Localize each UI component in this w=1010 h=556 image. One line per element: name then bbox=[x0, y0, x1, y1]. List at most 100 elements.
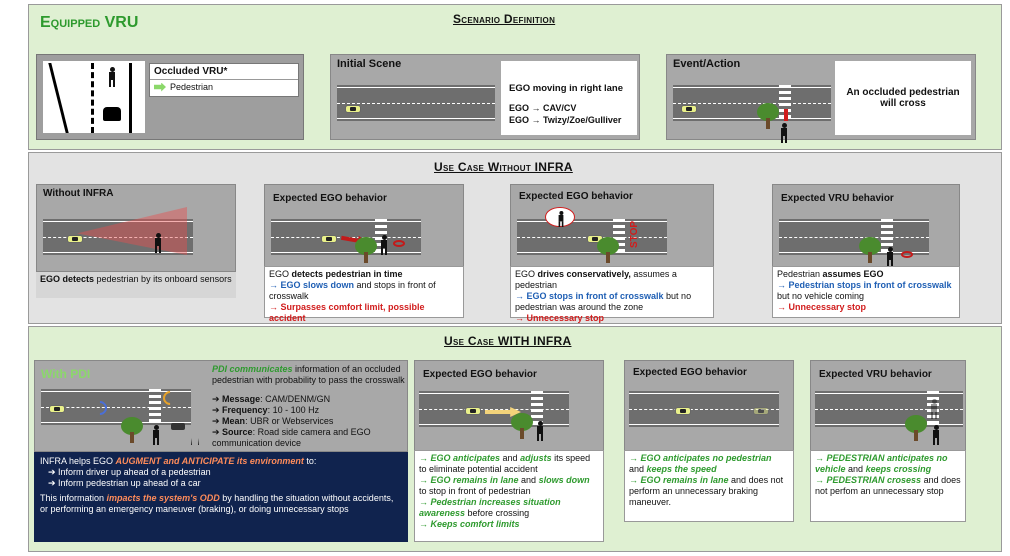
arrow-right-icon bbox=[154, 82, 166, 92]
pdi-desc-rest: information of an occluded pedestrian wi… bbox=[212, 364, 405, 385]
stop-sign-text: STOP bbox=[629, 220, 641, 249]
summary-prefix: INFRA helps EGO bbox=[40, 456, 116, 466]
arrow-right-icon bbox=[485, 407, 521, 417]
pedestrian-icon bbox=[929, 399, 939, 419]
summary-highlight: AUGMENT and ANTICIPATE its environment bbox=[115, 456, 304, 466]
road-drawing bbox=[43, 61, 145, 133]
line-red: Unnecessary stop bbox=[788, 302, 867, 312]
camera-icon bbox=[171, 423, 185, 430]
bullet-item: ➔ Frequency: 10 - 100 Hz bbox=[212, 405, 320, 415]
line-rest: assumes a pedestrian bbox=[515, 269, 677, 290]
line-prefix: EGO bbox=[515, 269, 538, 279]
legend-title: Occluded VRU* bbox=[150, 64, 298, 80]
pedestrian-icon bbox=[379, 235, 389, 255]
without-infra-title: Use Case Without INFRA bbox=[434, 160, 573, 174]
line-blue: EGO slows down bbox=[280, 280, 355, 290]
with-expected-ego-card-2: Expected EGO behavior bbox=[624, 360, 794, 452]
line-prefix: Pedestrian bbox=[777, 269, 823, 279]
without-infra-text-rest: pedestrian by its onboard sensors bbox=[94, 274, 232, 284]
initial-scene-panel: EGO moving in right lane EGO → CAV/CV EG… bbox=[501, 61, 637, 135]
pedestrian-icon bbox=[153, 233, 163, 253]
legend-card: Occluded VRU* Pedestrian bbox=[36, 54, 304, 140]
initial-scene-title: Initial Scene bbox=[337, 58, 402, 70]
car-icon bbox=[345, 105, 361, 113]
infra-summary-panel: INFRA helps EGO AUGMENT and ANTICIPATE i… bbox=[34, 452, 408, 542]
initial-scene-text-2: EGO → CAV/CV bbox=[509, 103, 577, 113]
with-infra-title: Use Case WITH INFRA bbox=[444, 334, 572, 348]
line-red: Surpasses comfort limit, possible accide… bbox=[269, 302, 425, 323]
with-pdi-card: With PDI bbox=[34, 360, 408, 452]
summary-rest: by handling the situation without accide… bbox=[40, 493, 394, 514]
crosswalk bbox=[927, 391, 939, 427]
with-expected-ego-title-2: Expected EGO behavior bbox=[633, 367, 747, 378]
event-action-title: Event/Action bbox=[673, 58, 741, 70]
tree-icon bbox=[355, 237, 377, 263]
tree-icon bbox=[511, 413, 533, 439]
eye-icon bbox=[901, 251, 913, 258]
road bbox=[43, 219, 193, 255]
pdi-desc-highlight: PDI communicates bbox=[212, 364, 293, 374]
pedestrian-icon bbox=[779, 123, 789, 143]
tree-icon bbox=[121, 417, 143, 443]
car-icon bbox=[67, 235, 83, 243]
road-center bbox=[91, 63, 94, 133]
line-rest: and stops in front of crosswalk bbox=[269, 280, 436, 301]
bullet-item: ➔ Source: Road side camera and EGO commu… bbox=[212, 427, 371, 448]
without-infra-text: EGO detects pedestrian by its onboard se… bbox=[36, 272, 236, 298]
car-icon bbox=[49, 405, 65, 413]
line-prefix: EGO bbox=[269, 269, 292, 279]
crosswalk bbox=[881, 219, 893, 255]
line-bold: detects pedestrian in time bbox=[291, 269, 403, 279]
pedestrian-icon bbox=[107, 67, 117, 87]
road bbox=[337, 85, 495, 121]
event-action-card: Event/Action An occluded pedestrian will… bbox=[666, 54, 976, 143]
summary-highlight: impacts the system's ODD bbox=[106, 493, 220, 503]
without-infra-card: Without INFRA bbox=[36, 184, 236, 272]
bullet-item: ➔ Mean: UBR or Webservices bbox=[212, 416, 334, 426]
initial-scene-card: Initial Scene EGO moving in right lane E… bbox=[330, 54, 640, 140]
legend-item-row: Pedestrian bbox=[150, 80, 298, 94]
summary-suffix: to: bbox=[303, 456, 317, 466]
with-expected-ego-card-1: Expected EGO behavior bbox=[414, 360, 604, 452]
pdi-bullets: ➔ Message: CAM/DENM/GN ➔ Frequency: 10 -… bbox=[212, 394, 408, 449]
line-bold: assumes EGO bbox=[822, 269, 884, 279]
red-arrow-up-icon bbox=[784, 109, 788, 121]
tree-icon bbox=[859, 237, 881, 263]
equipped-vru-title: Equipped VRU bbox=[40, 14, 139, 31]
tree-icon bbox=[757, 103, 779, 129]
event-action-text: An occluded pedestrian will cross bbox=[835, 61, 971, 135]
road-edge-left bbox=[48, 63, 69, 133]
tree-icon bbox=[597, 237, 619, 263]
summary-bullet: ➔ Inform pedestrian up ahead of a car bbox=[48, 478, 201, 488]
road bbox=[41, 389, 191, 425]
road bbox=[779, 219, 929, 255]
line-blue: EGO stops in front of crosswalk bbox=[526, 291, 664, 301]
car-icon bbox=[321, 235, 337, 243]
eye-icon bbox=[393, 240, 405, 247]
pedestrian-icon bbox=[151, 425, 161, 445]
initial-scene-text-1: EGO moving in right lane bbox=[509, 83, 624, 94]
line-blue: Pedestrian stops in front of crosswalk bbox=[788, 280, 952, 290]
expected-ego-text-2: EGO drives conservatively, assumes a ped… bbox=[510, 266, 714, 323]
line-bold: drives conservatively, bbox=[537, 269, 631, 279]
without-infra-card-title: Without INFRA bbox=[43, 188, 114, 199]
pedestrian-icon bbox=[931, 425, 941, 445]
road bbox=[419, 391, 569, 427]
with-pdi-title: With PDI bbox=[41, 367, 91, 381]
with-expected-vru-text: → PEDESTRIAN anticipates no vehicle and … bbox=[810, 450, 966, 522]
car-icon bbox=[753, 407, 769, 415]
road-edge-right bbox=[129, 63, 132, 133]
without-infra-text-bold: EGO detects bbox=[40, 274, 95, 284]
car-icon bbox=[681, 105, 697, 113]
legend-box: Occluded VRU* Pedestrian bbox=[149, 63, 299, 97]
expected-vru-text: Pedestrian assumes EGO → Pedestrian stop… bbox=[772, 266, 960, 318]
line-red: Unnecessary stop bbox=[526, 313, 605, 323]
line-rest: but no vehicle coming bbox=[777, 291, 865, 301]
initial-scene-text-3: EGO → Twizy/Zoe/Gulliver bbox=[509, 115, 622, 125]
crosswalk bbox=[779, 85, 791, 121]
legend-item-label: Pedestrian bbox=[170, 82, 214, 92]
scenario-definition-title: Scenario Definition bbox=[453, 12, 556, 26]
with-expected-vru-card: Expected VRU behavior bbox=[810, 360, 966, 452]
summary-prefix: This information bbox=[40, 493, 107, 503]
antenna-icon bbox=[191, 417, 199, 445]
